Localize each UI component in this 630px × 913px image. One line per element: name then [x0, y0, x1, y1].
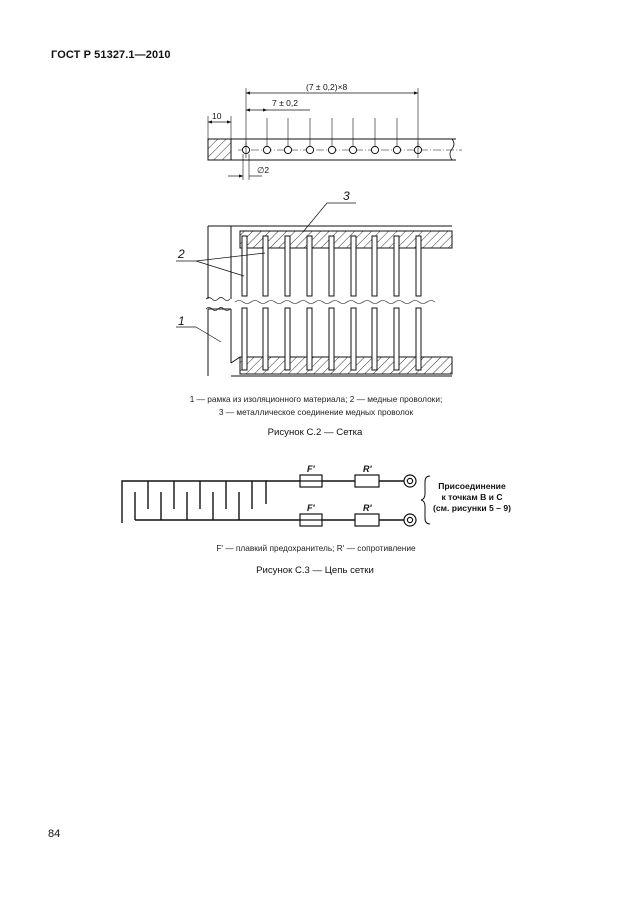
connection-note-line: Присоединение — [438, 481, 506, 491]
document-header: ГОСТ Р 51327.1—2010 — [51, 49, 171, 61]
callout-leaders — [176, 202, 356, 343]
callout-2: 2 — [177, 247, 185, 261]
legend-line: 1 — рамка из изоляционного материала; 2 … — [189, 394, 443, 404]
strip-holes — [241, 118, 423, 158]
callout-3: 3 — [343, 189, 350, 203]
figure-c3-caption: Рисунок С.3 — Цепь сетки — [256, 565, 374, 576]
resistor-label-top: R' — [363, 464, 372, 474]
connection-brace — [420, 475, 431, 525]
copper-wires — [241, 235, 422, 371]
resistor-label-bottom: R' — [363, 503, 372, 513]
legend-line: 3 — металлическое соединение медных пров… — [218, 407, 414, 417]
connection-note-line: к точкам B и C — [441, 492, 503, 502]
fuses — [299, 474, 323, 527]
dim-diameter: ∅2 — [257, 165, 269, 175]
connection-note-line: (см. рисунки 5 – 9) — [432, 503, 511, 513]
page-number: 84 — [48, 828, 61, 840]
resistors — [354, 474, 380, 527]
dim-pitch: 7 ± 0,2 — [272, 98, 298, 108]
figure-c2-legend: 1 — рамка из изоляционного материала; 2 … — [140, 393, 492, 419]
figure-c2-caption: Рисунок С.2 — Сетка — [267, 427, 363, 438]
dim-overall: (7 ± 0,2)×8 — [306, 82, 348, 92]
dim-offset: 10 — [212, 111, 222, 121]
grid-circuit-comb — [121, 480, 404, 523]
callout-1: 1 — [178, 314, 185, 328]
dimension-lines — [207, 88, 419, 180]
figure-c3-legend: F' — плавкий предохранитель; R' — сопрот… — [216, 543, 416, 553]
connection-note: Присоединение к точкам B и C (см. рисунк… — [424, 481, 520, 514]
terminals — [403, 474, 417, 527]
fuse-label-bottom: F' — [307, 503, 315, 513]
fuse-label-top: F' — [307, 464, 315, 474]
